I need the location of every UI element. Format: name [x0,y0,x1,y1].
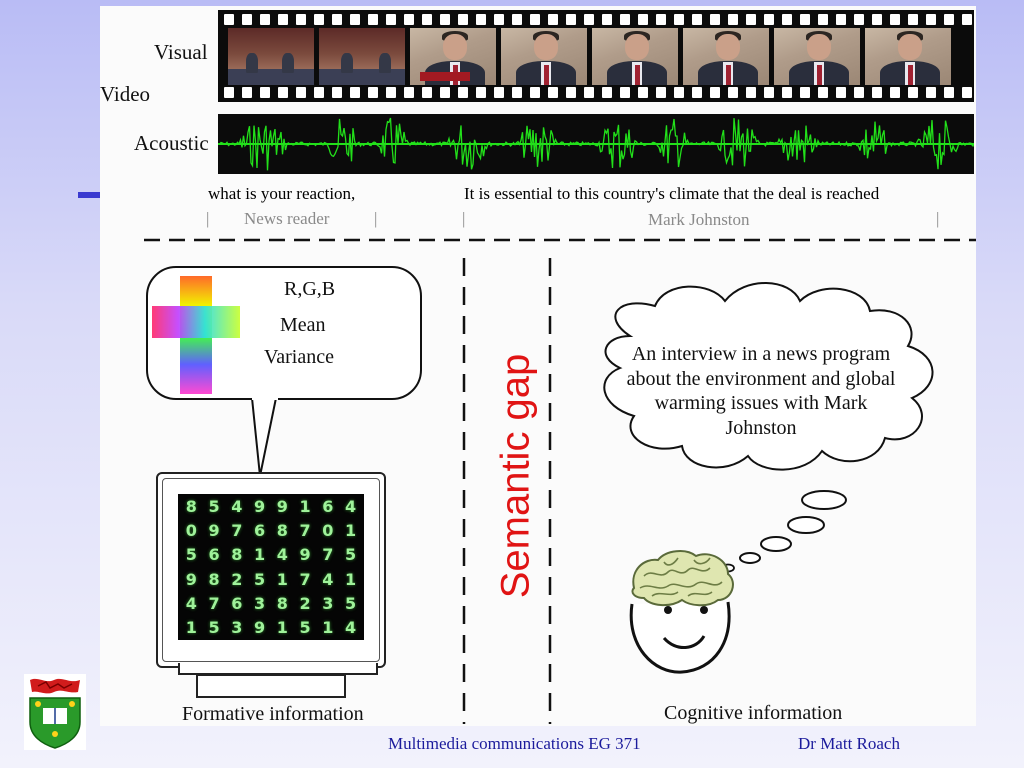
divider: | [206,209,210,228]
feature-mean: Mean [280,314,326,336]
matrix-digit: 4 [345,618,357,638]
university-crest-icon [24,674,86,750]
matrix-digit: 4 [231,496,243,516]
feature-rgb: R,G,B [284,278,336,300]
thought-cloud [603,282,934,573]
matrix-digit: 6 [254,520,266,540]
diagram-panel: Visual Video Acoustic [100,6,976,726]
video-frames [228,28,951,85]
matrix-digit: 0 [322,520,334,540]
matrix-digit: 9 [276,496,288,516]
matrix-digit: 8 [276,520,288,540]
video-frame [501,28,587,85]
matrix-digit: 7 [299,520,311,540]
matrix-digit: 3 [322,593,334,613]
video-frame [683,28,769,85]
matrix-digit: 2 [299,593,311,613]
dashed-separators [144,238,976,724]
matrix-digit: 7 [208,593,220,613]
formative-caption: Formative information [182,703,364,725]
brain-icon [631,550,734,607]
matrix-digit: 0 [185,520,197,540]
label-visual: Visual [154,40,208,64]
sprocket-holes-top [224,14,974,25]
matrix-digit: 5 [208,618,220,638]
matrix-digit: 1 [276,618,288,638]
sprocket-holes-bottom [224,87,974,98]
video-frame [228,28,314,85]
bubble-tail-cover [252,394,278,400]
matrix-digit: 9 [254,496,266,516]
video-frame [410,28,496,85]
speaker-right: Mark Johnston [648,210,750,229]
matrix-digit: 1 [322,618,334,638]
matrix-digit: 1 [276,569,288,589]
matrix-digit: 7 [231,520,243,540]
matrix-digit: 5 [345,593,357,613]
transcript-left: what is your reaction, [208,184,356,203]
matrix-digit: 5 [185,545,197,565]
matrix-digit: 5 [345,545,357,565]
matrix-digit: 9 [185,569,197,589]
matrix-digit: 2 [231,569,243,589]
matrix-digit: 7 [299,569,311,589]
matrix-digit: 9 [208,520,220,540]
matrix-digit: 1 [185,618,197,638]
matrix-digit: 5 [208,496,220,516]
matrix-digit: 6 [208,545,220,565]
matrix-digit: 1 [299,496,311,516]
matrix-digit: 3 [254,593,266,613]
cognitive-caption: Cognitive information [664,702,843,724]
matrix-digit: 4 [345,496,357,516]
transcript-right: It is essential to this country's climat… [464,184,880,203]
divider: | [936,209,940,228]
footer-course: Multimedia communications EG 371 [388,734,641,753]
matrix-digit: 8 [231,545,243,565]
video-frame [774,28,860,85]
divider: | [374,209,378,228]
matrix-digit: 1 [345,520,357,540]
matrix-digit: 5 [254,569,266,589]
divider: | [462,209,466,228]
matrix-digit: 8 [208,569,220,589]
acoustic-waveform [218,114,974,174]
matrix-digit: 6 [231,593,243,613]
film-strip-icon [218,10,974,102]
caption-bar [420,72,470,81]
speaker-left: News reader [244,209,330,228]
matrix-digit: 8 [276,593,288,613]
matrix-digit: 9 [254,618,266,638]
matrix-digit: 4 [185,593,197,613]
label-acoustic: Acoustic [134,131,209,155]
matrix-digit: 4 [276,545,288,565]
thought-text: An interview in a news program about the… [626,343,896,439]
matrix-digit: 6 [322,496,334,516]
matrix-digit: 3 [231,618,243,638]
label-video: Video [100,82,151,106]
matrix-digit: 4 [322,569,334,589]
color-histogram-cross-icon [152,276,240,394]
matrix-digit: 1 [345,569,357,589]
matrix-digit: 8 [185,496,197,516]
matrix-digit: 5 [299,618,311,638]
video-frame [319,28,405,85]
smiley-face-icon [629,550,734,674]
video-frame [592,28,678,85]
video-frame [865,28,951,85]
matrix-digit: 1 [254,545,266,565]
footer-author: Dr Matt Roach [798,734,900,753]
feature-variance: Variance [264,346,334,368]
matrix-digit: 7 [322,545,334,565]
matrix-digit: 9 [299,545,311,565]
title-underline [78,192,108,198]
monitor-base [196,674,346,698]
